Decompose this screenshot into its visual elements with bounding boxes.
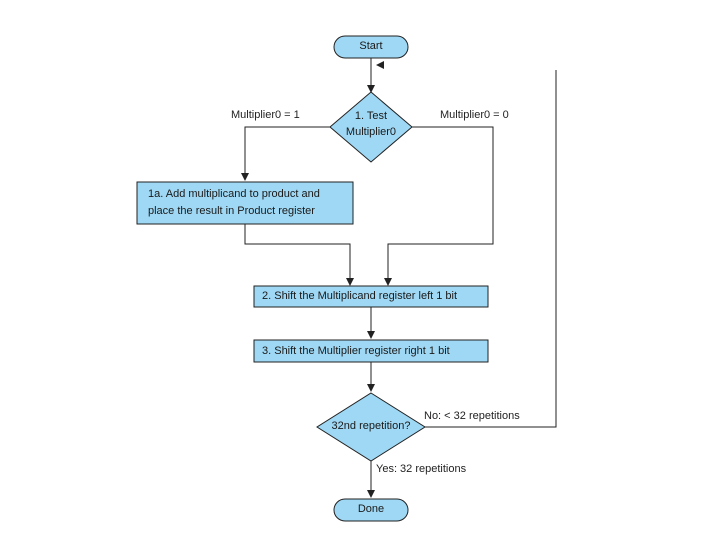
- edge-test-to-step1a: [241, 126, 330, 181]
- edge-step1a-to-step2: [244, 224, 354, 286]
- edge-label-yes: Yes: 32 repetitions: [376, 463, 467, 475]
- edge-no-loop-back: [425, 70, 557, 428]
- step3-label: 3. Shift the Multiplier register right 1…: [262, 345, 450, 357]
- edge-label-no: No: < 32 repetitions: [424, 410, 520, 422]
- done-node: [333, 498, 409, 522]
- done-label: Done: [357, 503, 385, 515]
- step2-label: 2. Shift the Multiplicand register left …: [262, 290, 458, 302]
- test-label-line1: 1. Test: [354, 110, 388, 122]
- step1a-label-line2: place the result in Product register: [148, 205, 315, 217]
- edge-label-multiplier-zero: Multiplier0 = 0: [440, 109, 509, 121]
- step1a-box: [136, 181, 354, 225]
- edge-test-to-step2: [384, 126, 494, 286]
- test-label-line2: Multiplier0: [345, 126, 397, 138]
- edge-label-multiplier-one: Multiplier0 = 1: [231, 109, 300, 121]
- step1a-label-line1: 1a. Add multiplicand to product and: [148, 188, 320, 200]
- test-multiplier-decision: [329, 91, 413, 163]
- start-label: Start: [359, 40, 383, 52]
- loop-entry-arrowhead: [376, 61, 384, 69]
- decision-label: 32nd repetition?: [331, 420, 411, 432]
